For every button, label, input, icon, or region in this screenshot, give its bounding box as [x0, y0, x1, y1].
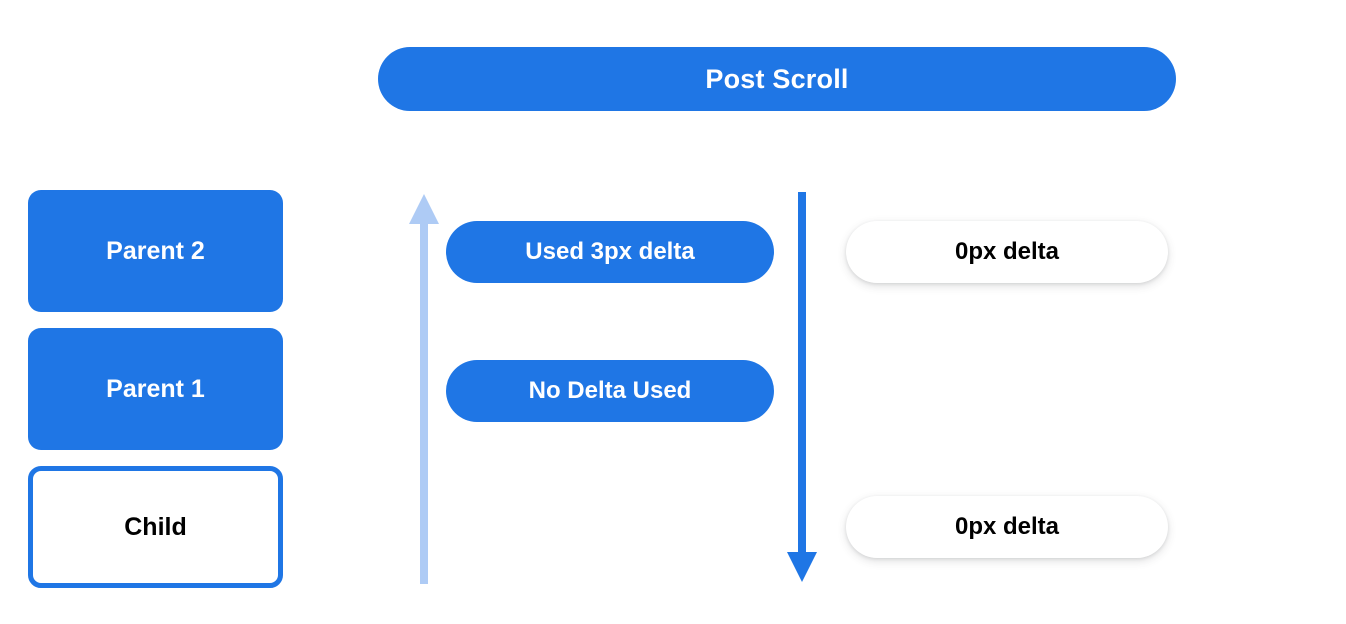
node-parent-1-label: Parent 1 [106, 374, 205, 403]
status-pill-remaining-delta-top-label: 0px delta [954, 238, 1060, 265]
dispatch-down-arrow [784, 192, 820, 589]
bubble-up-arrow [406, 192, 442, 589]
node-parent-2[interactable]: Parent 2 [28, 190, 283, 312]
node-child[interactable]: Child [28, 466, 283, 588]
view-hierarchy-stack: Parent 2 Parent 1 Child [28, 190, 283, 588]
status-pill-remaining-delta-top[interactable]: 0px delta [846, 221, 1168, 283]
status-pill-used-delta[interactable]: Used 3px delta [446, 221, 774, 283]
arrow-down-icon [787, 192, 817, 582]
node-parent-1[interactable]: Parent 1 [28, 328, 283, 450]
node-child-label: Child [124, 512, 187, 541]
node-parent-2-label: Parent 2 [106, 236, 205, 265]
status-pill-remaining-delta-bottom-label: 0px delta [954, 513, 1060, 540]
arrow-up-icon [409, 194, 439, 584]
status-pill-no-delta-used[interactable]: No Delta Used [446, 360, 774, 422]
page-title: Post Scroll [705, 63, 849, 94]
status-pill-remaining-delta-bottom[interactable]: 0px delta [846, 496, 1168, 558]
status-pill-used-delta-label: Used 3px delta [525, 238, 695, 265]
post-scroll-header: Post Scroll [378, 47, 1176, 111]
status-pill-no-delta-used-label: No Delta Used [528, 377, 692, 404]
